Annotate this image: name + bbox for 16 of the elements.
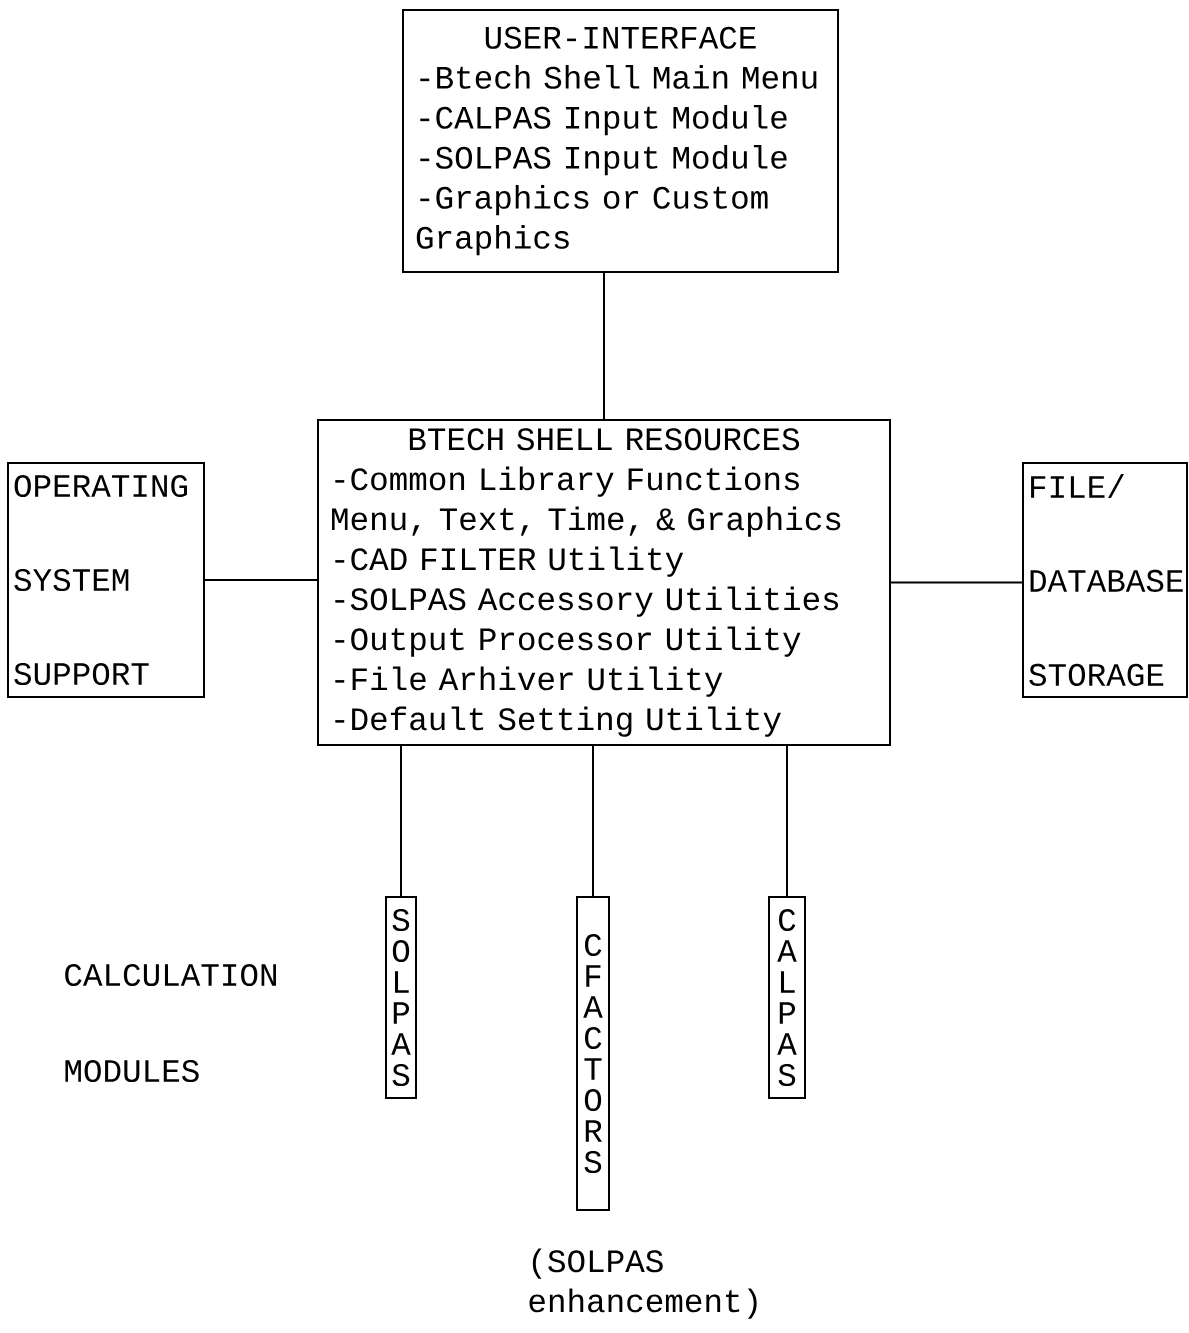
connector-line <box>400 745 402 897</box>
module-column-box: SOLPAS <box>385 896 417 1099</box>
connector-line <box>592 745 594 897</box>
connector-line <box>890 581 1023 584</box>
connector-line <box>603 272 605 420</box>
connector-line <box>204 579 318 581</box>
group-label: MODULES <box>65 1059 199 1083</box>
connector-line <box>786 745 788 897</box>
module-column-box: C FACTORS <box>576 896 610 1211</box>
module-column-box: CALPAS <box>768 896 806 1099</box>
system-box: FILE/ DATABASE STORAGE <box>1022 462 1188 698</box>
note-text: (SOLPAS enhancement) <box>529 1248 757 1319</box>
system-box: OPERATING SYSTEM SUPPORT <box>7 462 205 698</box>
module-box: USER-INTERFACE -Btech Shell Main Menu -CALPAS Input Module -SOLPAS Input Module -Graphics or Custom Graphics <box>402 9 839 273</box>
module-box: BTECH SHELL RESOURCES -Common Library Functions Menu, Text, Time, & Graphics -CAD FILTER Utility -SOLPAS Accessory Utilities -Output Processor Utility -File Arhiver Utility -Default Setting Utility <box>317 419 891 746</box>
group-label: CALCULATION <box>65 963 276 987</box>
